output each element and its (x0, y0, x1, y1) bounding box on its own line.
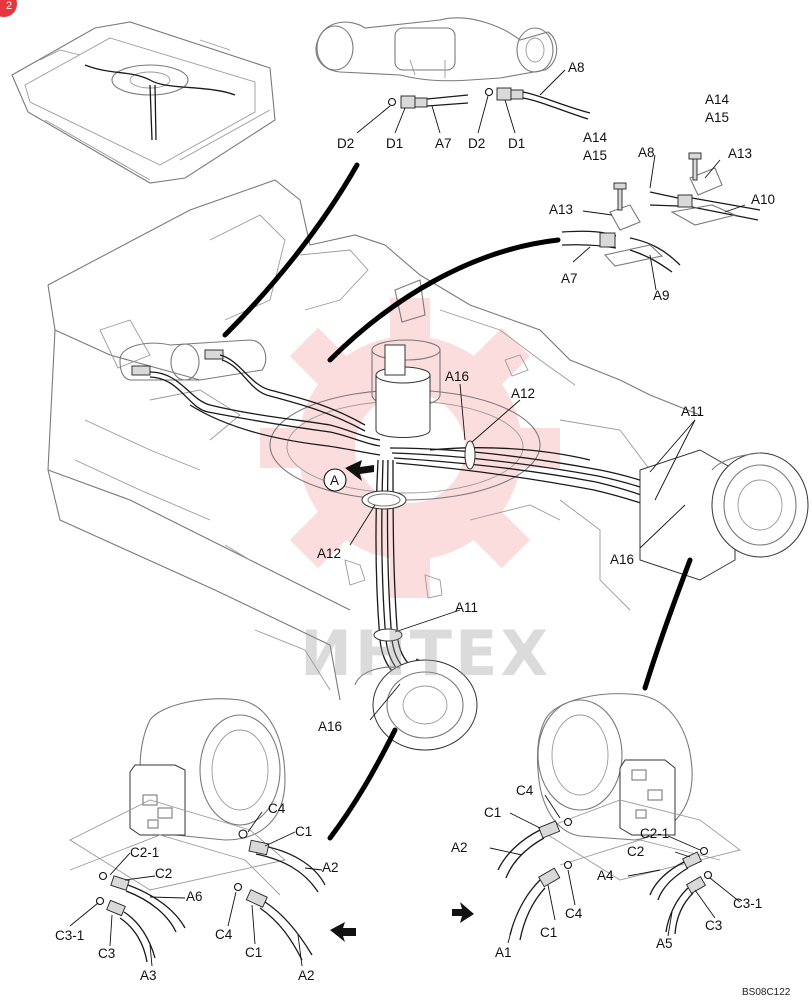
label-a15: A15 (705, 110, 729, 125)
label-a13: A13 (728, 146, 752, 161)
label-a9: A9 (653, 288, 670, 303)
label-c1: C1 (484, 805, 501, 820)
label-c4: C4 (516, 783, 534, 798)
inset-undercarriage (11, 21, 276, 184)
label-a6: A6 (186, 889, 203, 904)
label-a16: A16 (318, 719, 342, 734)
label-c1: C1 (295, 824, 312, 839)
label-a1: A1 (495, 945, 512, 960)
label-c2: C2 (627, 844, 644, 859)
watermark-text: ИНТЕХ (300, 617, 551, 690)
boom-cylinder (119, 339, 267, 381)
label-c2-1: C2-1 (130, 845, 159, 860)
label-c4: C4 (268, 801, 286, 816)
label-a8: A8 (638, 145, 655, 160)
figure-code: BS08C122 (742, 987, 791, 998)
label-a12: A12 (511, 386, 535, 401)
view-marker-letter: A (330, 473, 339, 488)
label-a4: A4 (597, 868, 614, 883)
leader-curves (222, 162, 693, 841)
label-a14: A14 (705, 92, 730, 107)
label-a15: A15 (583, 148, 607, 163)
label-d2: D2 (337, 136, 354, 151)
label-c4: C4 (215, 927, 233, 942)
label-a13: A13 (549, 202, 573, 217)
label-a12: A12 (317, 546, 341, 561)
label-c3: C3 (98, 946, 115, 961)
callout-labels: D2 D1 A7 D2 D1 A8 A14 A15 A13 A14 A15 A8… (55, 60, 775, 983)
main-leaders (349, 383, 696, 721)
label-c3: C3 (705, 918, 722, 933)
label-d2: D2 (468, 136, 485, 151)
label-a14: A14 (583, 130, 608, 145)
inset-cylinder-fittings (315, 17, 591, 134)
label-c4: C4 (565, 906, 583, 921)
detail-right-motor (452, 693, 742, 944)
label-a2: A2 (298, 968, 315, 983)
label-c2: C2 (155, 866, 172, 881)
view-marker-a: A (323, 468, 347, 492)
page-badge-number: 2 (6, 0, 12, 12)
label-a5: A5 (656, 936, 673, 951)
label-a7: A7 (561, 271, 578, 286)
label-a8: A8 (568, 60, 585, 75)
label-a10: A10 (751, 192, 775, 207)
label-a16: A16 (445, 369, 469, 384)
label-c1: C1 (540, 925, 557, 940)
label-c1: C1 (245, 945, 262, 960)
label-a11: A11 (681, 404, 704, 419)
label-d1: D1 (386, 136, 403, 151)
label-c3-1: C3-1 (733, 896, 762, 911)
left-track-motor (354, 659, 478, 751)
page-badge: 2 (0, 0, 17, 17)
label-c3-1: C3-1 (55, 928, 84, 943)
label-a3: A3 (140, 968, 157, 983)
label-a7: A7 (435, 136, 452, 151)
label-d1: D1 (508, 136, 525, 151)
label-a11: A11 (455, 600, 478, 615)
detail-left-motor (69, 698, 356, 967)
label-a2: A2 (451, 840, 468, 855)
inset-hose-clamps (561, 152, 761, 291)
right-track-motor (639, 449, 809, 581)
label-a2: A2 (322, 860, 339, 875)
label-c2-1: C2-1 (640, 826, 669, 841)
label-a16: A16 (610, 552, 634, 567)
